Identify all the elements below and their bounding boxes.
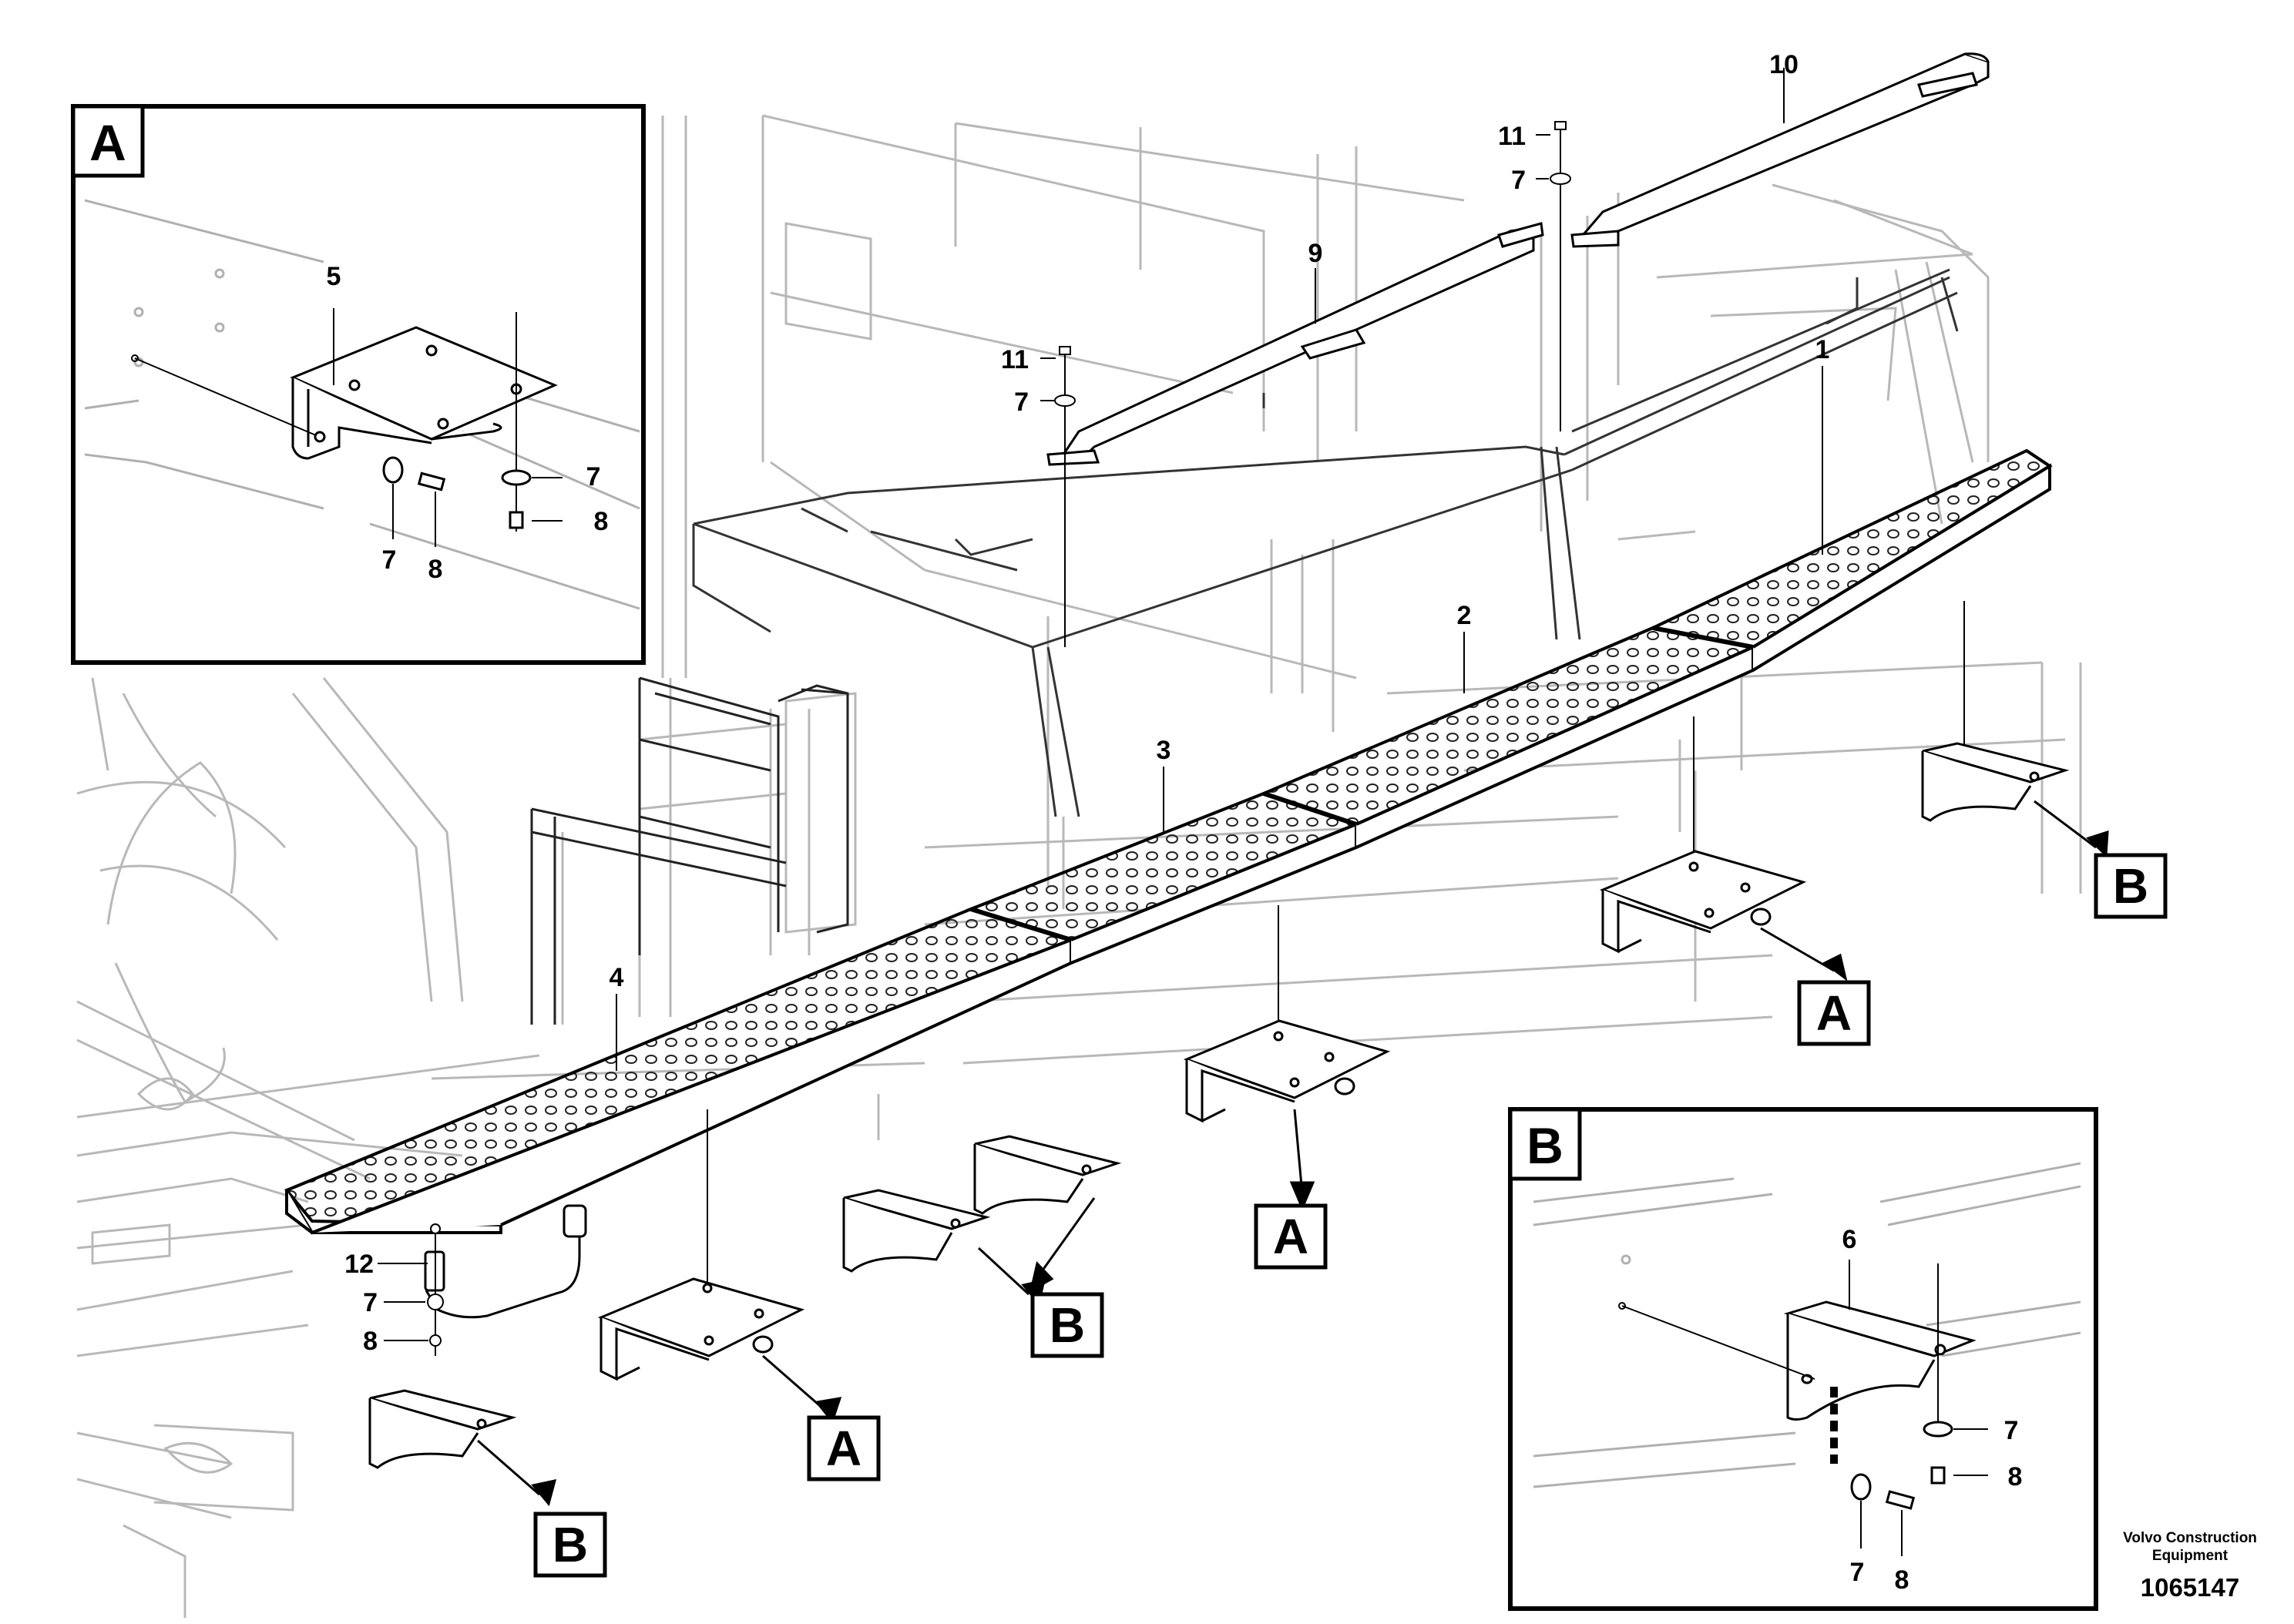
inset-b-label-8-left: 8 bbox=[1895, 1565, 1909, 1595]
view-marker-b-2[interactable]: B bbox=[1030, 1292, 1104, 1358]
inset-b-title: B bbox=[1527, 1117, 1563, 1174]
inset-a-title: A bbox=[89, 114, 126, 171]
drawing-number: 1065147 bbox=[2141, 1573, 2239, 1602]
inset-a-label-8-right: 8 bbox=[594, 507, 609, 536]
inset-a-label-8-left: 8 bbox=[428, 555, 443, 584]
step-plate-1 bbox=[1647, 448, 2053, 649]
view-marker-b-3[interactable]: B bbox=[2094, 853, 2168, 919]
svg-text:A: A bbox=[826, 1421, 862, 1476]
inset-a-label-7-right: 7 bbox=[586, 462, 601, 492]
rail9-bolt-set bbox=[1054, 346, 1076, 407]
grab-handle-12[interactable] bbox=[424, 1204, 587, 1319]
step-plates[interactable] bbox=[284, 448, 2053, 1235]
bracket-a-group[interactable] bbox=[597, 850, 1807, 1381]
label-10: 10 bbox=[1769, 50, 1799, 79]
view-marker-a-2[interactable]: A bbox=[1254, 1203, 1328, 1270]
bracket-a-3 bbox=[1599, 850, 1807, 954]
inset-a-label-5: 5 bbox=[327, 262, 341, 291]
callout-pointers bbox=[477, 800, 2109, 1507]
label-8-c: 8 bbox=[363, 1327, 378, 1356]
brand-line-2: Equipment bbox=[2152, 1548, 2229, 1564]
view-marker-a-1[interactable]: A bbox=[807, 1415, 881, 1481]
svg-text:B: B bbox=[553, 1517, 588, 1572]
inset-b-label-7-right: 7 bbox=[2004, 1416, 2019, 1445]
bracket-b-4 bbox=[1921, 742, 2070, 822]
inset-a: A bbox=[71, 104, 646, 665]
bracket-b-3 bbox=[973, 1135, 1122, 1215]
label-7-a: 7 bbox=[1014, 388, 1029, 417]
label-2: 2 bbox=[1457, 601, 1472, 630]
rail10-bolt-set bbox=[1550, 121, 1571, 185]
bracket-a-2 bbox=[1183, 1019, 1391, 1123]
handrail-10[interactable] bbox=[1570, 52, 1990, 248]
ladder bbox=[530, 676, 849, 1025]
label-7-c: 7 bbox=[363, 1288, 378, 1317]
bracket-b-1 bbox=[368, 1389, 517, 1469]
step-plate-4 bbox=[284, 907, 1076, 1235]
cab-frame bbox=[692, 268, 1959, 817]
bracket-b-group[interactable] bbox=[368, 742, 2070, 1469]
handrail-9[interactable] bbox=[1046, 222, 1544, 466]
inset-b-label-7-left: 7 bbox=[1850, 1558, 1865, 1587]
label-7-b: 7 bbox=[1511, 166, 1526, 195]
brand-line-1: Volvo Construction bbox=[2123, 1530, 2257, 1546]
bracket-b-2 bbox=[842, 1189, 991, 1273]
label-11-a: 11 bbox=[1001, 345, 1029, 374]
inset-b: B bbox=[1508, 1107, 2098, 1611]
rail-fastener-lines bbox=[1064, 131, 1561, 647]
label-4: 4 bbox=[610, 963, 624, 992]
label-12: 12 bbox=[344, 1250, 374, 1279]
label-3: 3 bbox=[1157, 736, 1171, 765]
inset-b-label-6: 6 bbox=[1842, 1225, 1857, 1254]
label-9: 9 bbox=[1308, 239, 1323, 268]
inset-a-label-7-left: 7 bbox=[382, 545, 397, 575]
svg-text:A: A bbox=[1273, 1209, 1308, 1264]
clip-12-fastener bbox=[427, 1223, 444, 1356]
label-1: 1 bbox=[1815, 335, 1830, 364]
svg-text:B: B bbox=[2113, 858, 2148, 914]
view-marker-b-1[interactable]: B bbox=[533, 1512, 607, 1578]
view-marker-a-3[interactable]: A bbox=[1797, 980, 1871, 1046]
svg-text:B: B bbox=[1050, 1297, 1085, 1353]
main-leaders bbox=[378, 68, 1823, 1264]
bracket-a-1 bbox=[597, 1277, 805, 1381]
label-11-b: 11 bbox=[1498, 122, 1526, 151]
svg-text:A: A bbox=[1816, 985, 1852, 1041]
inset-b-label-8-right: 8 bbox=[2008, 1462, 2023, 1491]
